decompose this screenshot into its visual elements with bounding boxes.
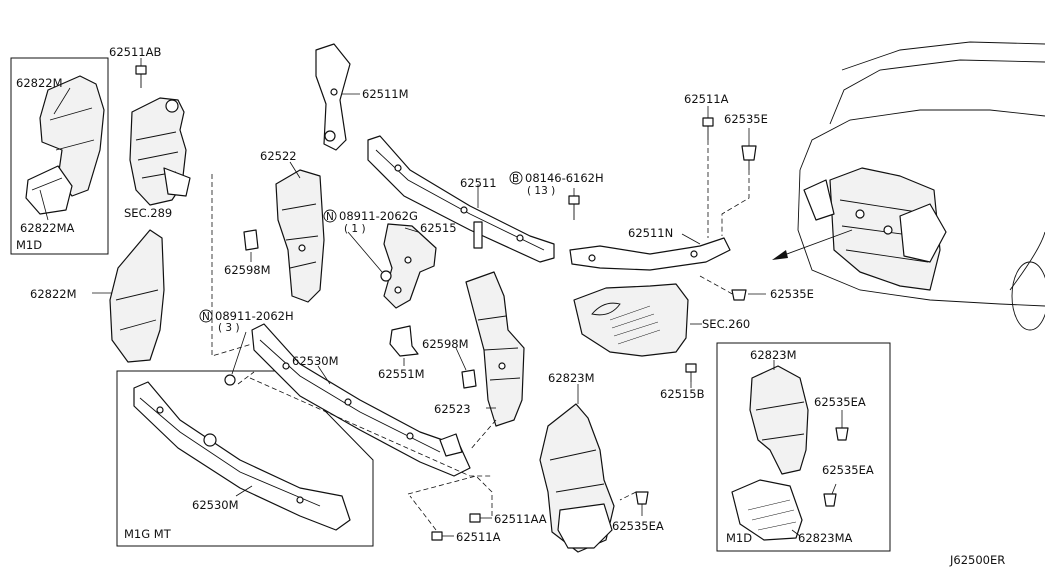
air-guide-62823M: [539, 403, 615, 553]
vehicle-front-view: [797, 41, 1045, 331]
upper-support-62511: [367, 135, 555, 263]
label-62535EA-a: 62535EA: [814, 395, 866, 409]
label-62598M-a: 62598M: [224, 263, 271, 277]
nut-08911-2062H: [224, 374, 236, 386]
bracket-62515: [383, 223, 437, 309]
m1d-inset-box-left: [10, 57, 109, 255]
lower-support-62530M: [251, 323, 471, 477]
label-08911-2062H-qty: ( 3 ): [218, 322, 240, 334]
label-62511AA: 62511AA: [494, 512, 547, 526]
air-guide-62823M-m1d: [749, 365, 809, 475]
label-62535E-top: 62535E: [724, 112, 768, 126]
washer-tank-assembly: [129, 97, 191, 206]
label-62515B: 62515B: [660, 387, 705, 401]
label-m1d-left: M1D: [16, 238, 42, 252]
clip-62598M-b: [461, 369, 477, 389]
label-62511: 62511: [460, 176, 497, 190]
support-62522: [275, 169, 325, 303]
label-62530M-m1g: 62530M: [192, 498, 239, 512]
n-symbol-text: N: [326, 211, 334, 223]
air-guide-62822M: [109, 229, 165, 363]
m1g-mt-inset-box: [116, 370, 374, 547]
n-symbol-text: N: [202, 311, 210, 323]
label-62511A-top: 62511A: [684, 92, 729, 106]
bracket-62551M: [389, 325, 419, 357]
bolt-62515B: [685, 363, 697, 382]
air-guide-62822M-m1d: [25, 75, 105, 215]
label-62822M-m1d: 62822M: [16, 76, 63, 90]
label-62511M: 62511M: [362, 87, 409, 101]
bolt-62511A-top: [702, 117, 714, 140]
label-62511AB: 62511AB: [109, 45, 161, 59]
direction-arrow: [772, 229, 853, 260]
label-62823MA: 62823MA: [798, 531, 853, 545]
label-62515: 62515: [420, 221, 457, 235]
air-guide-62823MA-m1d: [731, 479, 803, 541]
label-08911-2062H: 08911-2062H: [215, 309, 294, 323]
clip-62535EA-c: [635, 491, 649, 505]
support-62523: [465, 271, 525, 427]
bolt-62511AB: [135, 65, 147, 88]
label-m1g-mt: M1G MT: [124, 527, 172, 541]
headlamp-sec-260: [573, 283, 689, 357]
bracket-62511M: [315, 43, 351, 151]
b-symbol: B: [509, 171, 523, 185]
label-62822M: 62822M: [30, 287, 77, 301]
clip-62598M-a: [243, 229, 259, 251]
lower-support-62530M-m1g: [133, 381, 351, 531]
bolt-62511AA: [469, 513, 481, 523]
label-62522: 62522: [260, 149, 297, 163]
n-symbol-a: N: [323, 209, 337, 223]
label-08146-6162H-qty: ( 13 ): [527, 185, 555, 197]
label-62822MA: 62822MA: [20, 221, 75, 235]
label-08146-6162H: 08146-6162H: [525, 171, 604, 185]
label-62530M: 62530M: [292, 354, 339, 368]
clip-62535E-mid: [731, 289, 747, 301]
label-m1d-right: M1D: [726, 531, 752, 545]
label-62598M-b: 62598M: [422, 337, 469, 351]
b-symbol-text: B: [512, 173, 519, 185]
clip-62535EA-b: [823, 493, 837, 507]
m1d-inset-box-right: [716, 342, 891, 552]
label-62511N: 62511N: [628, 226, 673, 240]
n-symbol-b: N: [199, 309, 213, 323]
label-62551M: 62551M: [378, 367, 425, 381]
nut-08911-2062G: [380, 270, 392, 282]
label-sec-260: SEC.260: [702, 317, 750, 331]
label-62823M: 62823M: [548, 371, 595, 385]
clip-62535EA-a: [835, 427, 849, 441]
label-62535EA-c: 62535EA: [612, 519, 664, 533]
label-62523: 62523: [434, 402, 471, 416]
label-62511A-bottom: 62511A: [456, 530, 501, 544]
label-08911-2062G-qty: ( 1 ): [344, 223, 366, 235]
label-62535EA-b: 62535EA: [822, 463, 874, 477]
member-62511N: [569, 237, 731, 271]
label-62823M-m1d: 62823M: [750, 348, 797, 362]
label-sec-289: SEC.289: [124, 206, 172, 220]
bolt-08146-6162H: [568, 195, 580, 220]
clip-62535E-top: [741, 145, 757, 170]
diagram-code: J62500ER: [949, 553, 1005, 567]
bolt-62511A-bottom: [431, 531, 443, 541]
label-08911-2062G: 08911-2062G: [339, 209, 418, 223]
label-62535E-mid: 62535E: [770, 287, 814, 301]
